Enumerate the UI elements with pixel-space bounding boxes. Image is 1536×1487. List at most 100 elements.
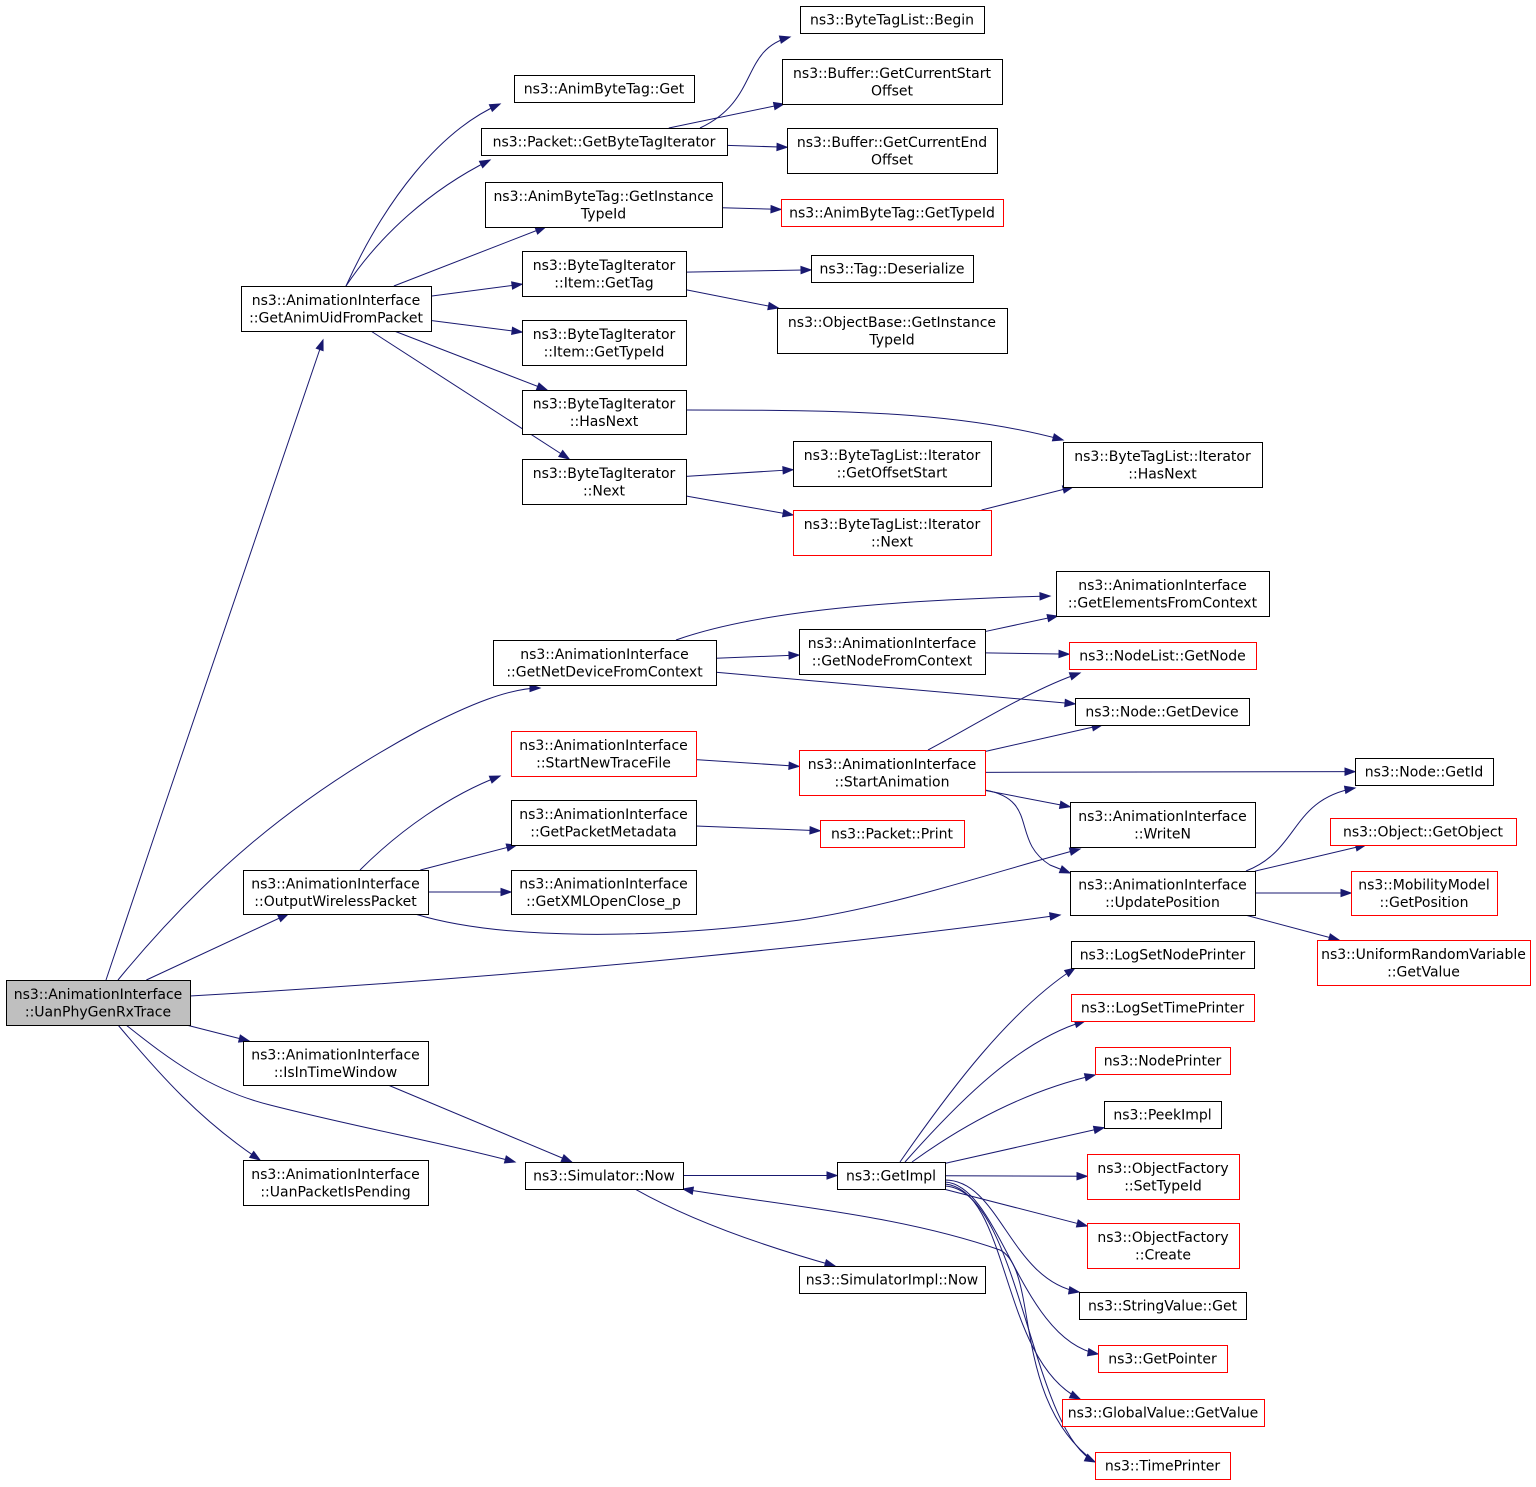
node-box xyxy=(1070,802,1256,848)
node-box xyxy=(799,629,986,675)
node-box xyxy=(1071,994,1255,1022)
node-globalvalue_getvalue[interactable]: ns3::GlobalValue::GetValue xyxy=(1062,1399,1265,1427)
node-timeprinter[interactable]: ns3::TimePrinter xyxy=(1095,1452,1231,1480)
arrowhead-icon xyxy=(788,651,801,660)
node-label: ns3::ByteTagIterator xyxy=(533,466,676,482)
node-bti_hasnext[interactable]: ns3::ByteTagIterator::HasNext xyxy=(522,390,687,435)
node-bti_item_gettypeid[interactable]: ns3::ByteTagIterator::Item::GetTypeId xyxy=(522,320,687,366)
edge-line xyxy=(117,1024,261,1161)
arrowhead-icon xyxy=(488,103,502,113)
node-btl_it_hasnext[interactable]: ns3::ByteTagList::Iterator::HasNext xyxy=(1063,442,1263,488)
node-btl_it_getoffsetstart[interactable]: ns3::ByteTagList::Iterator::GetOffsetSta… xyxy=(793,441,992,487)
node-box xyxy=(511,800,697,846)
arrowhead-icon xyxy=(1076,1171,1089,1181)
edge-line xyxy=(1245,787,1356,872)
node-nodelist_getnode[interactable]: ns3::NodeList::GetNode xyxy=(1069,642,1257,670)
edge-line xyxy=(715,671,1076,705)
node-simulator_now[interactable]: ns3::Simulator::Now xyxy=(525,1162,684,1190)
node-box xyxy=(1070,871,1256,916)
node-startanimation[interactable]: ns3::AnimationInterface::StartAnimation xyxy=(799,750,986,796)
nodes-layer: ns3::AnimationInterface::UanPhyGenRxTrac… xyxy=(6,6,1531,1480)
edge-outputwireless-to-writen xyxy=(414,847,1082,935)
node-peekimpl[interactable]: ns3::PeekImpl xyxy=(1104,1101,1222,1129)
node-getanimuid[interactable]: ns3::AnimationInterface::GetAnimUidFromP… xyxy=(241,286,432,332)
node-node_getid[interactable]: ns3::Node::GetId xyxy=(1355,758,1494,786)
node-btl_begin[interactable]: ns3::ByteTagList::Begin xyxy=(800,6,985,34)
node-logsettimeprinter[interactable]: ns3::LogSetTimePrinter xyxy=(1071,994,1255,1022)
node-getimpl[interactable]: ns3::GetImpl xyxy=(837,1162,946,1190)
node-bti_next[interactable]: ns3::ByteTagIterator::Next xyxy=(522,459,687,505)
node-stringvalue_get[interactable]: ns3::StringValue::Get xyxy=(1079,1292,1247,1320)
node-packet_getbytetagiterator[interactable]: ns3::Packet::GetByteTagIterator xyxy=(481,128,728,156)
node-startnewtracefile[interactable]: ns3::AnimationInterface::StartNewTraceFi… xyxy=(511,731,697,777)
node-box xyxy=(1071,941,1255,969)
node-getnodefromcontext[interactable]: ns3::AnimationInterface::GetNodeFromCont… xyxy=(799,629,986,675)
edge-line xyxy=(186,1024,250,1042)
edge-uanphy-to-outputwireless xyxy=(146,913,290,981)
arrowhead-icon xyxy=(1051,433,1065,442)
node-getnetdevicefromcontext[interactable]: ns3::AnimationInterface::GetNetDeviceFro… xyxy=(493,640,717,686)
edge-line xyxy=(984,724,1103,752)
edge-line xyxy=(695,759,800,767)
node-getpointer[interactable]: ns3::GetPointer xyxy=(1098,1345,1228,1373)
node-label: TypeId xyxy=(580,206,626,222)
node-label: ::GetPosition xyxy=(1380,895,1469,911)
node-bti_item_gettag[interactable]: ns3::ByteTagIterator::Item::GetTag xyxy=(522,251,687,297)
edge-line xyxy=(1254,844,1366,872)
edge-getimpl-to-logsettimeprinter xyxy=(904,1019,1087,1163)
node-label: ns3::AnimByteTag::GetTypeId xyxy=(789,206,995,222)
node-animbytetag_get[interactable]: ns3::AnimByteTag::Get xyxy=(514,75,695,103)
edge-updateposition-to-mobilitymodel_getposition xyxy=(1255,888,1353,898)
node-box xyxy=(6,980,191,1026)
node-animbytetag_gettypeid[interactable]: ns3::AnimByteTag::GetTypeId xyxy=(781,199,1004,227)
edge-line xyxy=(430,283,523,297)
node-outputwireless[interactable]: ns3::AnimationInterface::OutputWirelessP… xyxy=(243,870,429,915)
node-tag_deserialize[interactable]: ns3::Tag::Deserialize xyxy=(811,255,974,283)
node-object_getobject[interactable]: ns3::Object::GetObject xyxy=(1330,818,1517,846)
node-uanphy[interactable]: ns3::AnimationInterface::UanPhyGenRxTrac… xyxy=(6,980,191,1026)
node-uanpacketispending[interactable]: ns3::AnimationInterface::UanPacketIsPend… xyxy=(243,1160,429,1206)
node-getpacketmetadata[interactable]: ns3::AnimationInterface::GetPacketMetada… xyxy=(511,800,697,846)
node-box xyxy=(485,182,723,228)
node-getxmlopenclose[interactable]: ns3::AnimationInterface::GetXMLOpenClose… xyxy=(511,870,697,915)
arrowhead-icon xyxy=(1058,800,1072,809)
arrowhead-icon xyxy=(809,826,822,835)
node-writen[interactable]: ns3::AnimationInterface::WriteN xyxy=(1070,802,1256,848)
node-label: ns3::ObjectFactory xyxy=(1097,1161,1228,1177)
edge-getanimuid-to-animbytetag_get xyxy=(345,103,502,287)
node-box xyxy=(781,199,1004,227)
node-box xyxy=(493,640,717,686)
arrowhead-icon xyxy=(776,142,789,152)
node-objectfactory_create[interactable]: ns3::ObjectFactory::Create xyxy=(1087,1223,1240,1269)
node-node_getdevice[interactable]: ns3::Node::GetDevice xyxy=(1075,698,1250,726)
node-box xyxy=(241,286,432,332)
node-nodeprinter[interactable]: ns3::NodePrinter xyxy=(1095,1047,1231,1075)
node-objectfactory_settypeid[interactable]: ns3::ObjectFactory::SetTypeId xyxy=(1087,1154,1240,1200)
node-isintimewindow[interactable]: ns3::AnimationInterface::IsInTimeWindow xyxy=(243,1041,429,1086)
edge-uanphy-to-simulator_now xyxy=(125,1024,517,1164)
edge-line xyxy=(944,1175,1088,1177)
edge-getnodefromcontext-to-getelementsfromcontext xyxy=(984,613,1060,633)
node-updateposition[interactable]: ns3::AnimationInterface::UpdatePosition xyxy=(1070,871,1256,916)
arrowhead-icon xyxy=(276,913,290,923)
node-packet_print[interactable]: ns3::Packet::Print xyxy=(820,820,965,848)
edge-getnodefromcontext-to-nodelist_getnode xyxy=(984,649,1071,659)
edge-line xyxy=(370,330,570,460)
node-mobilitymodel_getposition[interactable]: ns3::MobilityModel::GetPosition xyxy=(1351,871,1498,916)
arrowhead-icon xyxy=(535,382,549,391)
node-uniformrandom_getvalue[interactable]: ns3::UniformRandomVariable::GetValue xyxy=(1317,940,1531,986)
node-simulatorimpl_now[interactable]: ns3::SimulatorImpl::Now xyxy=(799,1266,986,1294)
node-btl_it_next[interactable]: ns3::ByteTagList::Iterator::Next xyxy=(793,510,992,556)
arrowhead-icon xyxy=(767,301,780,311)
arrowhead-icon xyxy=(511,281,524,290)
arrowhead-icon xyxy=(1344,767,1357,776)
node-label: ns3::AnimationInterface xyxy=(1078,578,1247,594)
node-logsetnodeprinter[interactable]: ns3::LogSetNodePrinter xyxy=(1071,941,1255,969)
node-label: ns3::Packet::GetByteTagIterator xyxy=(493,135,716,151)
edge-line xyxy=(927,672,1081,751)
node-getelementsfromcontext[interactable]: ns3::AnimationInterface::GetElementsFrom… xyxy=(1056,571,1270,617)
